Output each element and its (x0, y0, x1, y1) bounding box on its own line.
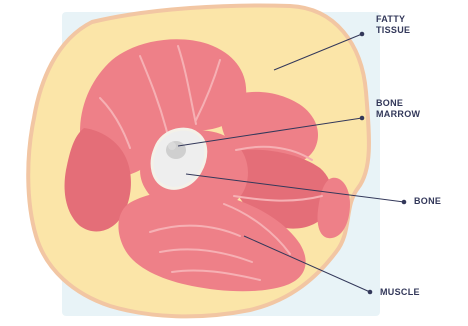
label-bone-text: BONE (414, 196, 441, 207)
label-fatty-tissue: FATTY TISSUE (376, 14, 410, 36)
bone-marrow-shading (168, 142, 176, 150)
label-bone: BONE (414, 196, 441, 207)
leader-dot-fatty-tissue (360, 32, 365, 37)
label-bone-marrow-line-1: BONE (376, 98, 420, 109)
label-muscle-text: MUSCLE (380, 287, 420, 298)
leader-dot-bone (402, 200, 407, 205)
label-fatty-tissue-line-2: TISSUE (376, 25, 410, 36)
label-fatty-tissue-line-1: FATTY (376, 14, 410, 25)
leader-dot-muscle (368, 290, 373, 295)
label-bone-marrow: BONE MARROW (376, 98, 420, 120)
label-muscle: MUSCLE (380, 287, 420, 298)
leader-dot-bone-marrow (360, 116, 365, 121)
label-bone-marrow-line-2: MARROW (376, 109, 420, 120)
